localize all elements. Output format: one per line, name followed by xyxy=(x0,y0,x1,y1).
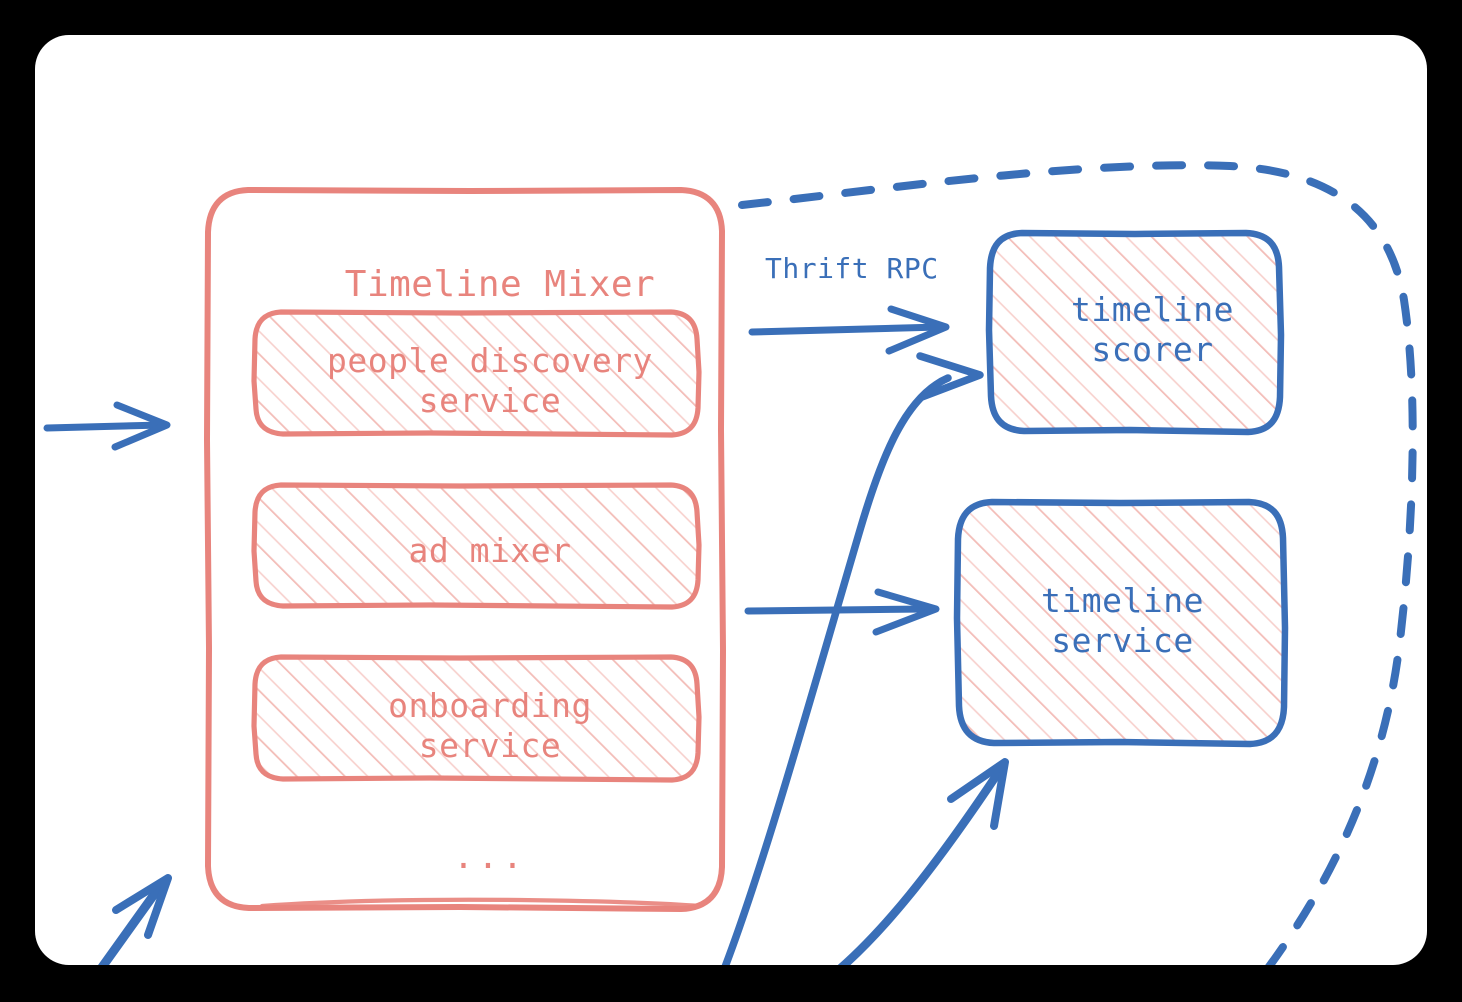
inbound-bottom-left-arrow xyxy=(98,874,172,965)
ad-mixer-box xyxy=(251,482,702,610)
timeline-scorer-label: timeline scorer xyxy=(1071,290,1234,370)
service-boundary-dashed xyxy=(738,161,1417,965)
inbound-left-arrow xyxy=(43,401,171,451)
bottom-to-service-arrow xyxy=(837,758,1009,965)
thrift-rpc-label: Thrift RPC xyxy=(765,252,939,285)
onboarding-service-box xyxy=(251,654,702,783)
timeline-scorer-box xyxy=(985,229,1285,436)
timeline-mixer-title: Timeline Mixer xyxy=(344,264,656,305)
service-label-onboarding: onboarding service xyxy=(388,686,592,766)
diagram-panel: Timeline Mixer people discovery service … xyxy=(35,35,1427,965)
service-label-people-discovery: people discovery service xyxy=(327,341,653,421)
timeline-service-label: timeline service xyxy=(1041,581,1204,661)
diagram-vector-layer xyxy=(43,161,1417,965)
mixer-to-scorer-arrow xyxy=(748,305,950,355)
bottom-curved-to-scorer-arrow xyxy=(721,352,984,965)
service-label-ad-mixer: ad mixer xyxy=(408,531,572,570)
mixer-ellipsis: ... xyxy=(453,837,527,877)
timeline-mixer-container xyxy=(204,187,726,912)
mixer-to-service-arrow xyxy=(744,588,940,636)
people-discovery-service-box xyxy=(251,309,702,438)
timeline-service-box xyxy=(953,498,1289,748)
